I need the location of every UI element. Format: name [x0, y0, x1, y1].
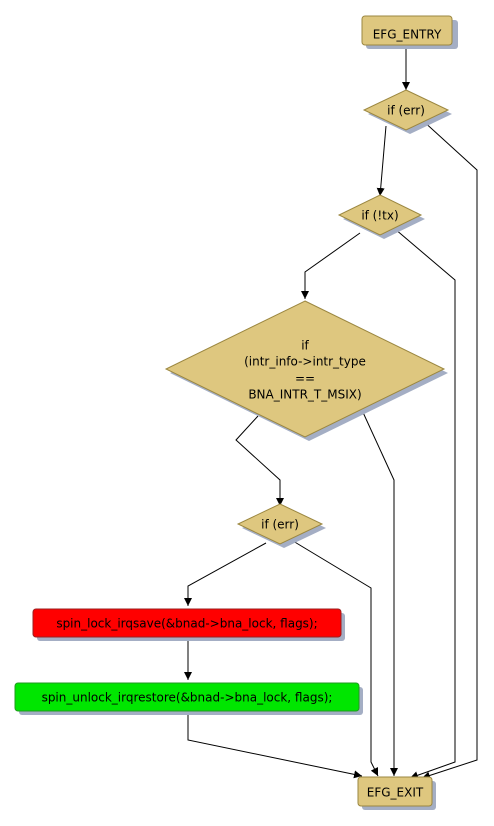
- node-exit: EFG_EXIT: [357, 776, 436, 810]
- node-if-err-2: if (err): [236, 503, 326, 548]
- node-if-err-1: if (err): [362, 89, 452, 134]
- node-if-not-tx-label: if (!tx): [361, 209, 398, 223]
- node-exit-label: EFG_EXIT: [367, 786, 424, 800]
- edge-if-err-2-to-lock: [184, 542, 267, 606]
- node-if-intr-line-3: ==: [295, 372, 315, 386]
- edge-if-intr-to-exit: [360, 407, 398, 776]
- node-if-intr-line-2: (intr_info->intr_type: [244, 355, 366, 369]
- edge-unlock-to-exit: [187, 713, 363, 779]
- edge-if-err-1-to-if-not-tx: [376, 125, 387, 197]
- node-entry-label: EFG_ENTRY: [373, 28, 442, 42]
- edge-if-intr-to-if-err-2: [235, 415, 284, 506]
- node-spin-lock: spin_lock_irqsave(&bnad->bna_lock, flags…: [32, 608, 345, 641]
- node-if-err-2-label: if (err): [261, 518, 299, 532]
- node-if-intr-line-4: BNA_INTR_T_MSIX): [248, 388, 361, 402]
- node-if-intr-line-1: if: [301, 339, 309, 353]
- edge-if-not-tx-to-if-intr: [301, 232, 361, 299]
- edge-if-err-1-to-exit: [420, 118, 478, 780]
- edge-if-not-tx-to-exit: [394, 228, 456, 780]
- node-entry: EFG_ENTRY: [361, 15, 458, 49]
- edge-if-err-2-to-exit: [292, 540, 379, 777]
- node-spin-lock-label: spin_lock_irqsave(&bnad->bna_lock, flags…: [56, 617, 317, 631]
- node-spin-unlock-label: spin_unlock_irqrestore(&bnad->bna_lock, …: [42, 691, 333, 705]
- node-if-err-1-label: if (err): [387, 104, 425, 118]
- node-spin-unlock: spin_unlock_irqrestore(&bnad->bna_lock, …: [14, 682, 363, 715]
- node-if-not-tx: if (!tx): [337, 194, 425, 239]
- edges: [184, 46, 478, 780]
- node-if-intr-type: if (intr_info->intr_type == BNA_INTR_T_M…: [164, 300, 448, 441]
